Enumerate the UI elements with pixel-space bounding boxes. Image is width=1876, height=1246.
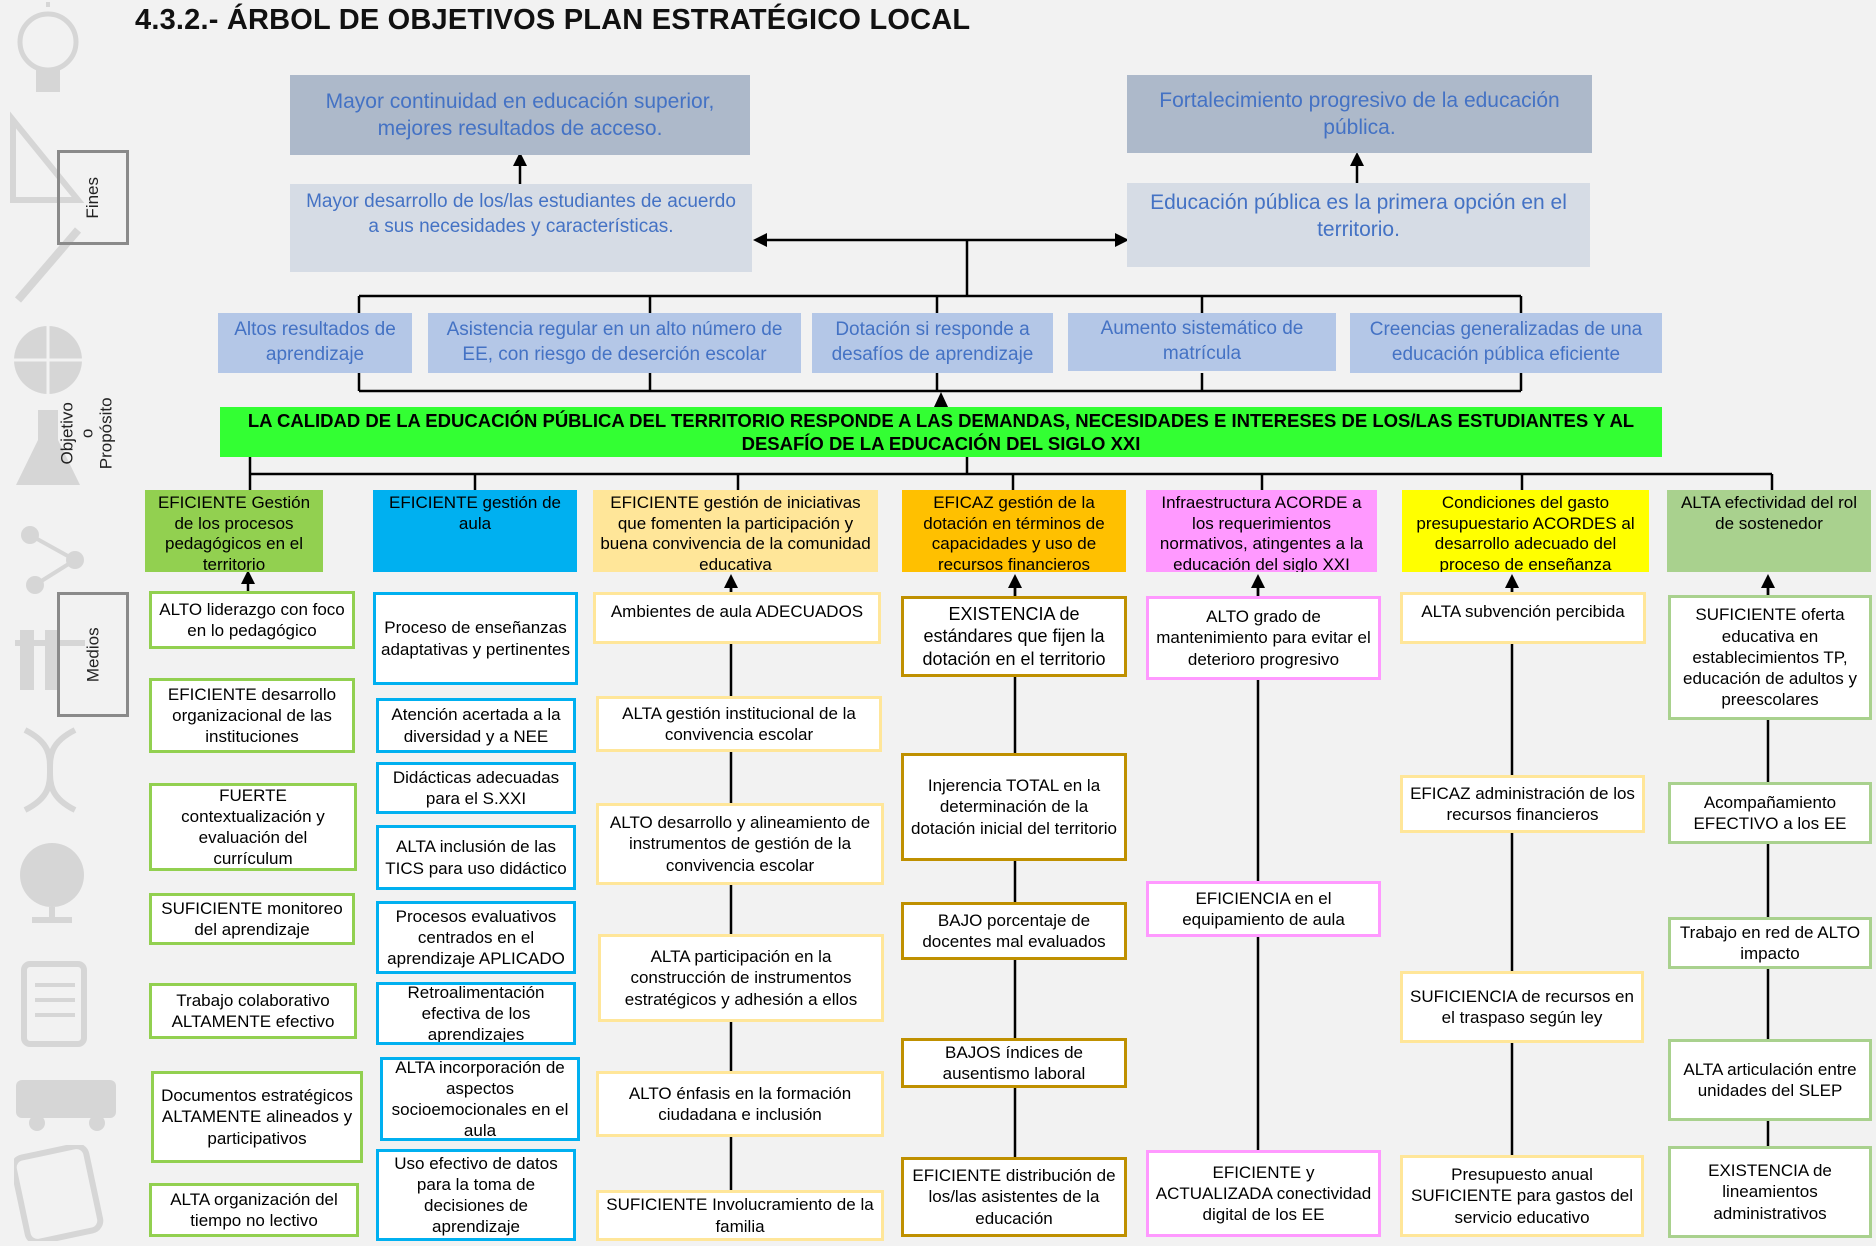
- column-2-item: Procesos evaluativos centrados en el apr…: [376, 901, 576, 974]
- result-box-1: Altos resultados de aprendizaje: [218, 313, 412, 373]
- column-7-item: ALTA articulación entre unidades del SLE…: [1668, 1039, 1872, 1121]
- column-1-item: EFICIENTE desarrollo organizacional de l…: [149, 678, 355, 753]
- fin-top-right: Fortalecimiento progresivo de la educaci…: [1127, 75, 1592, 153]
- column-1-item: Trabajo colaborativo ALTAMENTE efectivo: [149, 983, 357, 1039]
- column-1-item: Documentos estratégicos ALTAMENTE alinea…: [151, 1071, 363, 1163]
- calculator-icon: [10, 1143, 104, 1246]
- result-box-5: Creencias generalizadas de una educación…: [1350, 313, 1662, 373]
- column-6-header: Condiciones del gasto presupuestario ACO…: [1402, 490, 1649, 572]
- column-3-item: ALTA gestión institucional de la convive…: [596, 696, 882, 752]
- result-box-3: Dotación si responde a desafíos de apren…: [812, 313, 1053, 373]
- molecule-icon: [15, 520, 95, 605]
- column-3-header: EFICIENTE gestión de iniciativas que fom…: [593, 490, 878, 572]
- column-4-item: BAJO porcentaje de docentes mal evaluado…: [901, 902, 1127, 960]
- column-2-item: Retroalimentación efectiva de los aprend…: [376, 982, 576, 1045]
- column-1-item: ALTO liderazgo con foco en lo pedagógico: [149, 591, 355, 649]
- globe-icon: [12, 835, 92, 940]
- dna-icon: [15, 725, 85, 820]
- result-box-4: Aumento sistemático de matrícula: [1068, 313, 1336, 371]
- lab-icon: [15, 610, 95, 705]
- ruler-pencil-icon: [8, 110, 88, 315]
- column-6-item: ALTA subvención percibida: [1400, 592, 1646, 644]
- column-1-header: EFICIENTE Gestión de los procesos pedagó…: [145, 490, 323, 572]
- column-4-item: Injerencia TOTAL en la determinación de …: [901, 753, 1127, 861]
- column-4-item: BAJOS índices de ausentismo laboral: [901, 1038, 1127, 1088]
- column-6-item: EFICAZ administración de los recursos fi…: [1400, 775, 1645, 833]
- column-5-item: EFICIENCIA en el equipamiento de aula: [1146, 881, 1381, 937]
- medios-label-box: Medios: [57, 592, 129, 717]
- basketball-icon: [8, 320, 88, 405]
- column-2-header: EFICIENTE gestión de aula: [373, 490, 577, 572]
- column-7-item: Trabajo en red de ALTO impacto: [1668, 917, 1872, 969]
- fin-mid-left: Mayor desarrollo de los/las estudiantes …: [290, 184, 752, 272]
- column-3-item: ALTO énfasis en la formación ciudadana e…: [596, 1071, 884, 1137]
- column-4-item: EFICIENTE distribución de los/las asiste…: [901, 1157, 1127, 1237]
- flask-icon: [8, 405, 88, 500]
- column-5-item: EFICIENTE y ACTUALIZADA conectividad dig…: [1146, 1150, 1381, 1237]
- column-1-item: SUFICIENTE monitoreo del aprendizaje: [149, 893, 355, 945]
- fin-top-left: Mayor continuidad en educación superior,…: [290, 75, 750, 155]
- column-5-item: ALTO grado de mantenimiento para evitar …: [1146, 596, 1381, 680]
- column-6-item: SUFICIENCIA de recursos en el traspaso s…: [1400, 971, 1644, 1043]
- column-3-item: ALTO desarrollo y alineamiento de instru…: [596, 803, 884, 885]
- column-7-header: ALTA efectividad del rol de sostenedor: [1667, 490, 1871, 572]
- column-2-item: ALTA incorporación de aspectos socioemoc…: [380, 1057, 580, 1141]
- column-6-item: Presupuesto anual SUFICIENTE para gastos…: [1400, 1155, 1644, 1237]
- page-title: 4.3.2.- ÁRBOL DE OBJETIVOS PLAN ESTRATÉG…: [135, 4, 971, 36]
- lightbulb-icon: [8, 2, 88, 107]
- column-7-item: Acompañamiento EFECTIVO a los EE: [1668, 782, 1872, 844]
- column-4-item: EXISTENCIA de estándares que fijen la do…: [901, 596, 1127, 677]
- column-1-item: ALTA organización del tiempo no lectivo: [149, 1183, 359, 1237]
- result-box-2: Asistencia regular en un alto número de …: [428, 313, 801, 373]
- column-2-item: Uso efectivo de datos para la toma de de…: [376, 1149, 576, 1241]
- tablet-icon: [20, 960, 90, 1055]
- column-3-item: ALTA participación en la construcción de…: [598, 934, 884, 1022]
- fines-label-box: Fines: [57, 150, 129, 245]
- column-2-item: Atención acertada a la diversidad y a NE…: [376, 698, 576, 753]
- column-2-item: Didácticas adecuadas para el S.XXI: [376, 762, 576, 814]
- fin-mid-right: Educación pública es la primera opción e…: [1127, 183, 1590, 267]
- column-2-item: ALTA inclusión de las TICS para uso didá…: [376, 825, 576, 890]
- column-2-item: Proceso de enseñanzas adaptativas y pert…: [373, 592, 578, 685]
- column-7-item: EXISTENCIA de lineamientos administrativ…: [1668, 1146, 1872, 1238]
- bus-icon: [12, 1075, 122, 1140]
- central-purpose: LA CALIDAD DE LA EDUCACIÓN PÚBLICA DEL T…: [220, 407, 1662, 457]
- column-3-item: SUFICIENTE Involucramiento de la familia: [596, 1190, 884, 1241]
- column-1-item: FUERTE contextualización y evaluación de…: [149, 783, 357, 871]
- column-7-item: SUFICIENTE oferta educativa en estableci…: [1668, 595, 1872, 720]
- column-4-header: EFICAZ gestión de la dotación en término…: [902, 490, 1126, 572]
- column-5-header: Infraestructura ACORDE a los requerimien…: [1146, 490, 1377, 572]
- column-3-item: Ambientes de aula ADECUADOS: [593, 592, 881, 644]
